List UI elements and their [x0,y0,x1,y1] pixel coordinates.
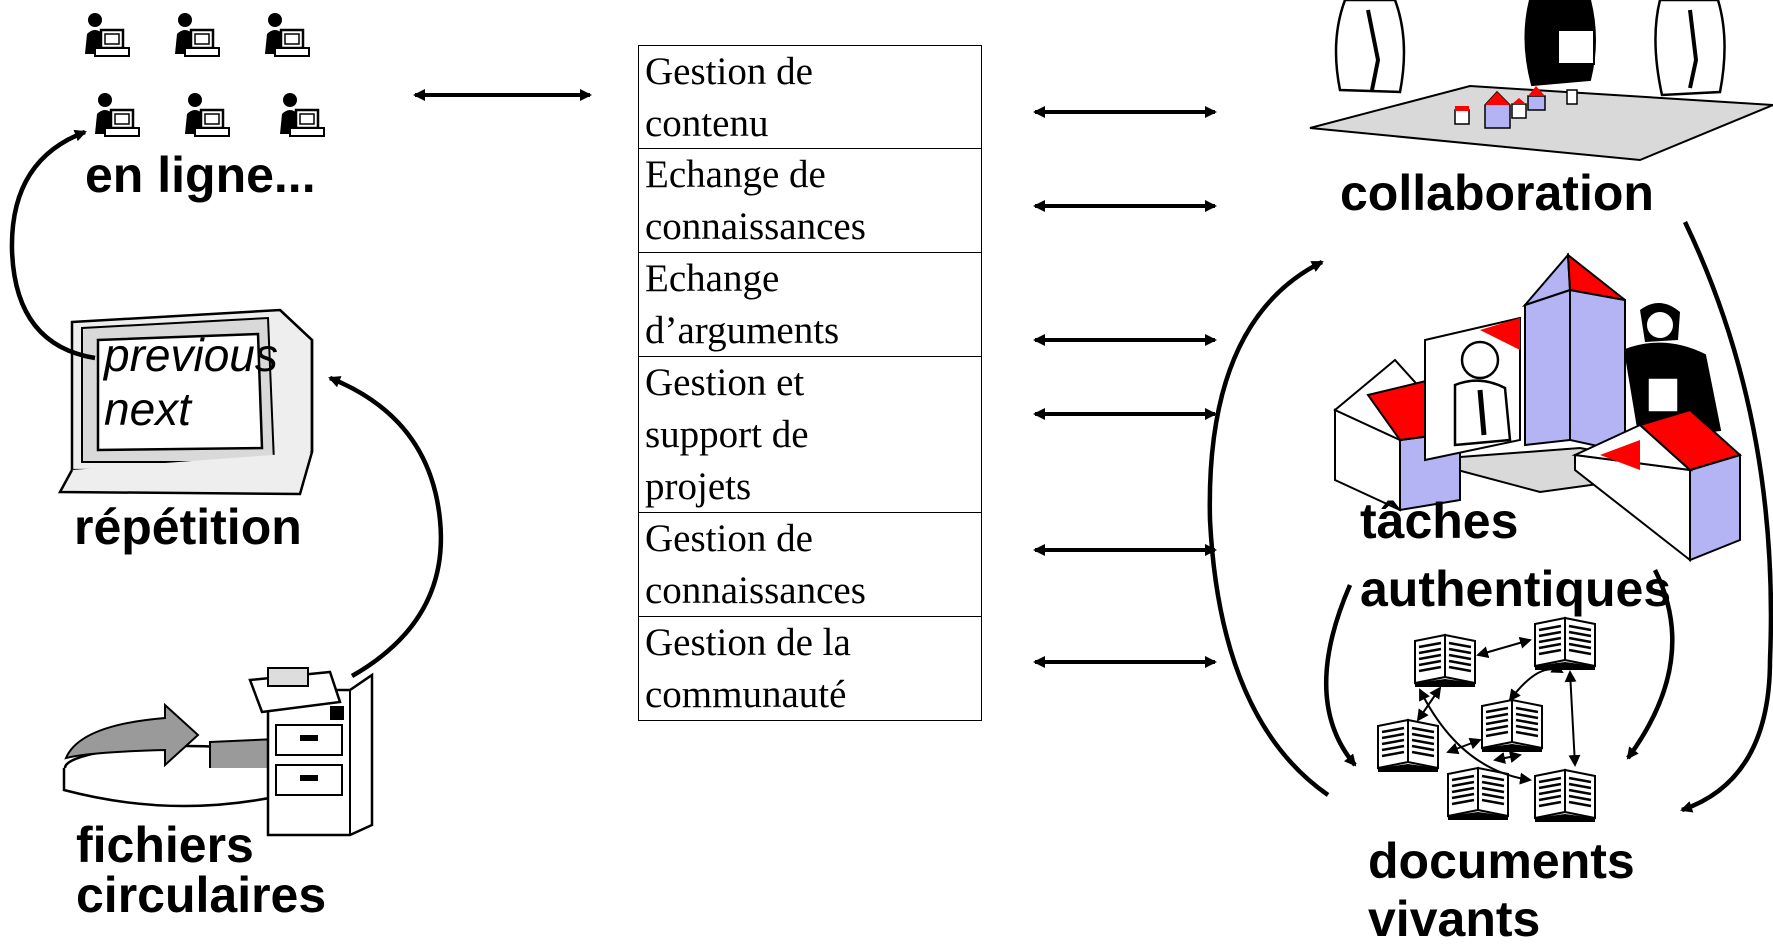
label-documents-line1: documents [1368,833,1635,889]
label-files-line2: circulaires [76,867,327,923]
collaboration-scene-icon [1309,0,1773,162]
label-repetition: répétition [74,499,302,555]
function-line: Echange de [645,153,826,196]
circular-files-icon [62,667,374,837]
cycle-arrows [9,129,1773,813]
function-line: Gestion de la [645,621,851,664]
function-line: communauté [645,673,847,716]
label-collaboration: collaboration [1340,165,1654,221]
function-line: Gestion et [645,361,805,404]
function-line: connaissances [645,569,866,612]
label-online: en ligne... [85,147,316,203]
function-line: connaissances [645,205,866,248]
function-line: d’arguments [645,309,840,352]
authentic-tasks-scene-icon [1333,252,1742,563]
label-tasks-line1: tâches [1360,493,1519,549]
label-files-line1: fichiers [76,817,254,873]
function-cell-community-management: Gestion de la communauté [638,616,982,721]
function-line: projets [645,465,752,508]
books-network-icon [1376,616,1597,824]
function-cell-project-support: Gestion et support de projets [638,356,982,514]
function-line: Gestion de [645,517,813,560]
screen-previous: previous [104,329,278,381]
online-workers-icon [83,11,326,138]
function-line: Gestion de [645,50,813,93]
table-to-platform-arrows [413,89,1217,668]
function-line: contenu [645,102,769,145]
label-tasks-line2: authentiques [1360,561,1672,617]
function-cell-content: Gestion de contenu [638,45,982,150]
label-documents-line2: vivants [1368,891,1541,946]
function-cell-knowledge-management: Gestion de connaissances [638,512,982,618]
function-line: Echange [645,257,780,300]
function-line: support de [645,413,809,456]
monitor-icon [57,308,314,496]
function-cell-argument-exchange: Echange d’arguments [638,252,982,358]
function-cell-knowledge-exchange: Echange de connaissances [638,148,982,254]
screen-next: next [104,383,191,435]
